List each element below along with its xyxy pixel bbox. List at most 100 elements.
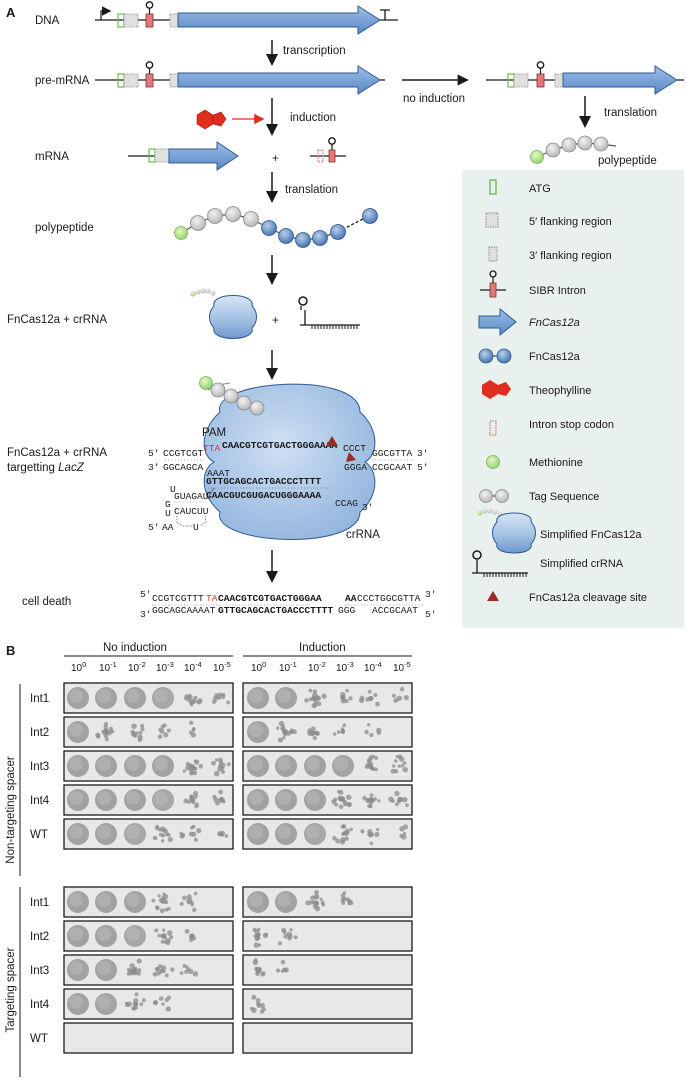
- bottom-strand-right-prime: 5′: [417, 462, 429, 473]
- svg-text:U: U: [193, 522, 199, 533]
- colony-dot: [155, 905, 160, 911]
- colony-dot: [136, 958, 142, 964]
- dilution-label: 10-5: [393, 660, 411, 674]
- colony-dot: [189, 794, 194, 799]
- colony-dot: [401, 796, 408, 803]
- colony-dot: [331, 799, 337, 805]
- colony-dot: [104, 737, 109, 742]
- colony-dot: [340, 691, 346, 698]
- plate-row: [63, 988, 234, 1020]
- strain-row-label: Int3: [30, 761, 49, 773]
- colony-dot: [141, 998, 146, 1003]
- colony-dot: [394, 790, 400, 797]
- cleavage-site-icon: [487, 591, 499, 601]
- colony-dot: [403, 695, 409, 701]
- colony-dot: [95, 734, 101, 739]
- strain-row-label: Int1: [30, 693, 49, 705]
- strain-row-label: Int3: [30, 965, 49, 977]
- plate-row: [63, 920, 234, 952]
- colony-dot: [162, 828, 168, 834]
- stage-mrna-label: mRNA: [35, 151, 69, 163]
- colony-dot: [190, 903, 194, 907]
- colony-dot: [189, 825, 194, 830]
- strain-row-label: WT: [30, 829, 48, 841]
- colony-dot: [164, 997, 169, 1003]
- colony-dot: [137, 737, 143, 743]
- colony-dot: [367, 689, 372, 694]
- colony-dot: [308, 688, 313, 693]
- colony-dot: [358, 697, 365, 704]
- svg-text:3′: 3′: [140, 609, 152, 620]
- colony-dot: [160, 939, 165, 944]
- colony-dot: [289, 928, 293, 932]
- svg-text:AA: AA: [162, 522, 174, 533]
- simplified-fncas12a-stage: [190, 288, 257, 339]
- colony-dot: [397, 764, 402, 768]
- bottom-strand-left: GGCAGCA: [163, 462, 204, 473]
- colony-dot: [336, 730, 341, 734]
- colony-dot: [373, 797, 378, 801]
- colony-dot: [257, 943, 262, 947]
- colony-dot: [312, 736, 317, 741]
- colony-dot: [186, 894, 192, 900]
- panel-a-label: A: [6, 5, 16, 20]
- colony-dot: [282, 929, 287, 935]
- colony-dot: [165, 940, 171, 946]
- svg-text:CAUCUU: CAUCUU: [174, 506, 209, 517]
- colony-dot: [158, 727, 162, 732]
- colony-dot: [320, 900, 325, 905]
- polypeptide-chain: [174, 206, 378, 248]
- condition-induction: Induction: [299, 642, 346, 654]
- colony-dot: [179, 833, 185, 839]
- colony-dot: [335, 838, 341, 844]
- target-strand-sequence: GTTGCAGCACTGACCCTTTT: [206, 476, 321, 487]
- colony-dot: [220, 694, 226, 700]
- tag-sequence-icon: [479, 489, 509, 503]
- colony-dot: [312, 689, 318, 694]
- colony-dot: [374, 755, 379, 761]
- colony-dot: [397, 754, 403, 760]
- dilution-label: 10-4: [184, 660, 202, 674]
- legend-label-fncas12a-protein: FnCas12a: [529, 351, 581, 363]
- colony-dot: [163, 894, 169, 900]
- top-strand-right-prime: 3′: [417, 448, 429, 459]
- colony-dot: [310, 730, 316, 736]
- dilution-label: 10-3: [336, 660, 354, 674]
- colony-dot: [166, 728, 171, 733]
- top-strand-right-1: CCCT: [343, 443, 366, 454]
- colony-dot: [338, 790, 344, 796]
- plate-row: [63, 716, 234, 748]
- colony-dot: [376, 727, 382, 734]
- colony-dot: [211, 760, 216, 766]
- translation-right-label: translation: [604, 107, 657, 119]
- simplified-fncas12a-icon: [477, 508, 536, 554]
- dilution-label: 10-1: [99, 660, 117, 674]
- colony-dot: [369, 793, 374, 797]
- colony-dot: [282, 736, 286, 740]
- colony-dot: [377, 799, 381, 803]
- colony-dot: [124, 1001, 129, 1006]
- dilution-label: 10-3: [156, 660, 174, 674]
- induction-label: induction: [290, 112, 336, 124]
- colony-dot: [188, 968, 194, 975]
- colony-dot: [218, 789, 224, 795]
- bottom-strand-tail: AAAT: [207, 468, 230, 479]
- colony-dot: [164, 907, 169, 912]
- svg-text:5′: 5′: [425, 609, 437, 620]
- colony-dot: [314, 890, 319, 895]
- colony-dot: [189, 769, 195, 774]
- plate-row: [242, 988, 413, 1020]
- colony-dot: [345, 688, 349, 693]
- colony-dot: [315, 694, 319, 699]
- colony-dot: [277, 941, 282, 946]
- colony-dot: [155, 967, 160, 971]
- colony-dot: [276, 726, 280, 730]
- plate-row: [63, 750, 234, 782]
- colony-dot: [134, 992, 139, 997]
- svg-text:GTTGCAGCACTGACCCTTTT: GTTGCAGCACTGACCCTTTT: [218, 605, 333, 616]
- colony-dot: [218, 760, 224, 765]
- colony-dot: [157, 933, 162, 938]
- colony-dot: [226, 700, 231, 705]
- colony-dot: [152, 971, 158, 977]
